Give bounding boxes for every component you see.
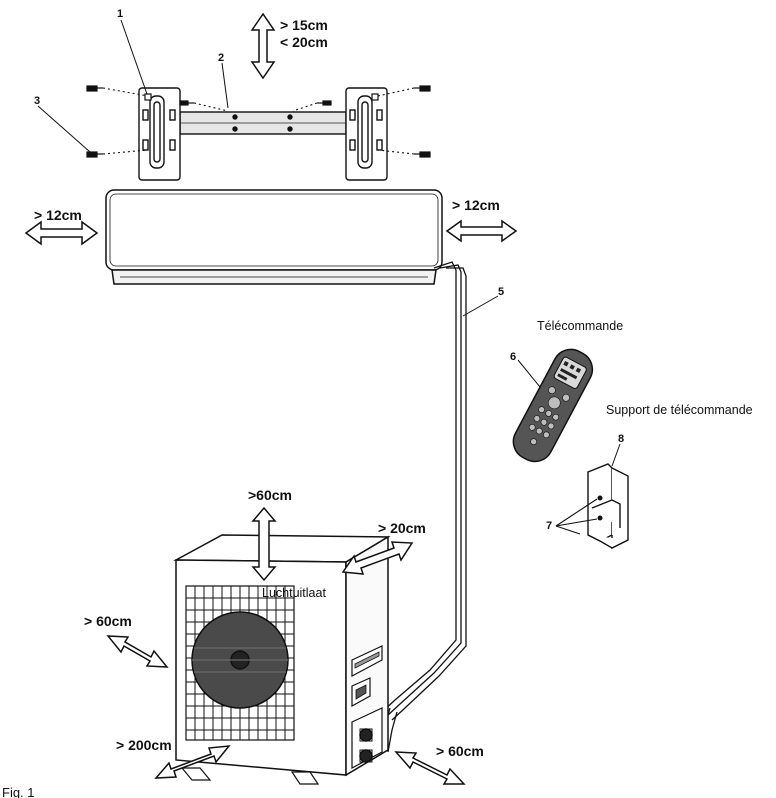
callout-number: 2 xyxy=(218,52,224,64)
arrow-indoor-right xyxy=(445,219,518,243)
arrow-indoor-left xyxy=(24,220,99,246)
arrow-outdoor-top xyxy=(251,506,277,582)
screw-icon xyxy=(86,151,103,158)
callout-leaders xyxy=(37,19,621,467)
mounting-plate xyxy=(138,87,388,181)
indoor-unit xyxy=(105,189,443,285)
label-remote: Télécommande xyxy=(537,319,623,333)
callout-7-lines xyxy=(555,498,598,535)
piping xyxy=(381,261,467,753)
label-outdoor-front: > 200cm xyxy=(116,737,172,753)
label-indoor-top-min: > 15cm xyxy=(280,17,328,33)
label-outdoor-right-back: > 20cm xyxy=(378,520,426,536)
callout-number: 3 xyxy=(34,95,40,107)
remote-holder xyxy=(587,463,629,550)
screw-icon xyxy=(317,100,332,106)
remote-control xyxy=(512,348,594,463)
callout-number: 5 xyxy=(498,286,504,298)
arrow-vertical-top xyxy=(250,12,276,80)
callout-number: 6 xyxy=(510,351,516,363)
callout-number: 1 xyxy=(117,8,123,20)
callout-number: 8 xyxy=(618,433,624,445)
screws xyxy=(86,85,431,158)
valve-icon xyxy=(359,749,373,763)
label-indoor-right: > 12cm xyxy=(452,197,500,213)
label-indoor-left: > 12cm xyxy=(34,207,82,223)
outdoor-unit xyxy=(173,534,391,785)
valve-icon xyxy=(359,728,373,742)
label-outdoor-left: > 60cm xyxy=(84,613,132,629)
arrow-outdoor-right-back xyxy=(341,541,414,575)
arrow-outdoor-front xyxy=(154,745,231,779)
callout-number: 7 xyxy=(546,520,552,532)
arrow-outdoor-left xyxy=(106,635,169,668)
screw-icon xyxy=(414,151,431,158)
arrow-outdoor-right-front xyxy=(394,751,466,785)
screw-icon xyxy=(414,85,431,92)
label-indoor-top-max: < 20cm xyxy=(280,34,328,50)
label-outdoor-right-front: > 60cm xyxy=(436,743,484,759)
label-remote-holder: Support de télécommande xyxy=(606,403,753,417)
label-air-outlet: Luchtuitlaat xyxy=(262,586,326,600)
label-outdoor-top: >60cm xyxy=(248,487,292,503)
screw-icon xyxy=(179,100,194,106)
figure-caption: Fig. 1 xyxy=(2,785,35,798)
screw-icon xyxy=(86,85,103,92)
